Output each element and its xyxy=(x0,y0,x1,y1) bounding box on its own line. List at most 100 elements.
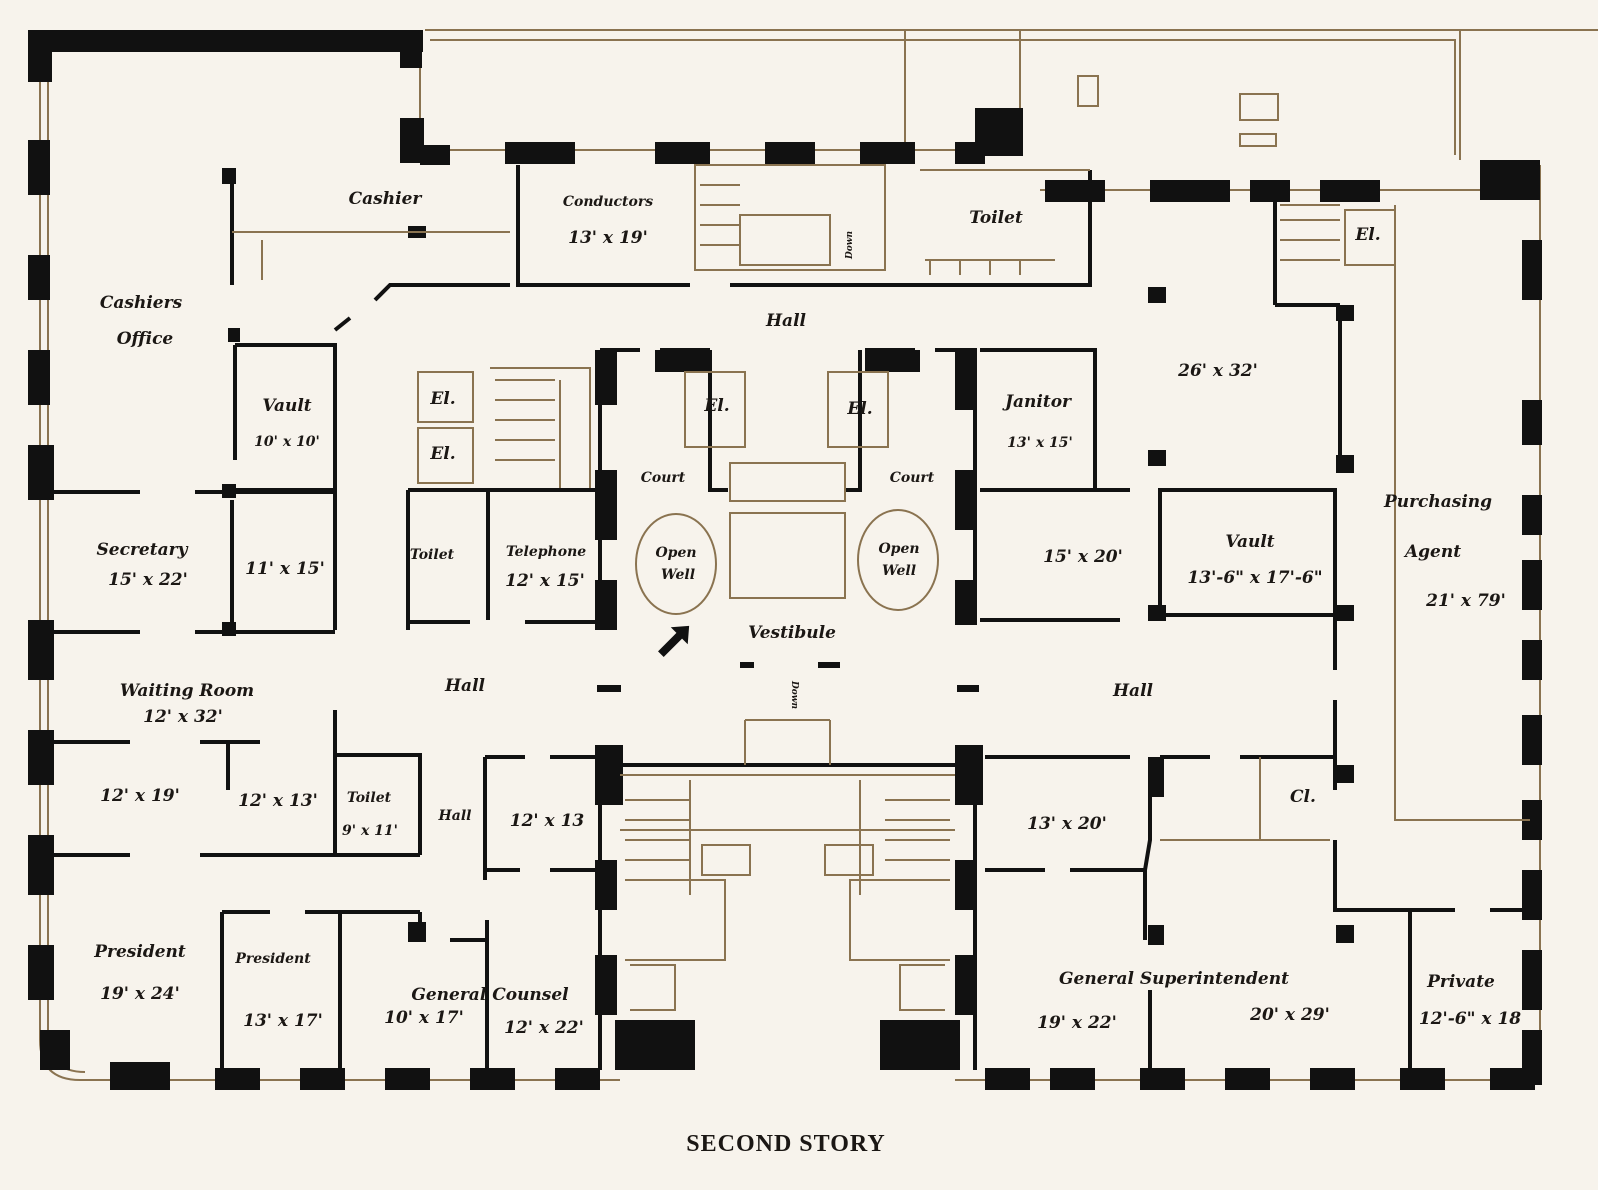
wall-pier xyxy=(1045,180,1105,202)
stair-down-label: Down xyxy=(789,680,799,709)
room-size: 21' x 79' xyxy=(1425,591,1506,611)
wall-pier xyxy=(228,328,240,342)
room-label: Toilet xyxy=(969,208,1023,228)
wall-pier xyxy=(865,350,920,372)
elevator-label: El. xyxy=(429,444,455,464)
wall-pier xyxy=(1148,450,1166,466)
stair-down-label: Down xyxy=(845,231,855,260)
wall-pier xyxy=(28,30,52,82)
wall-pier xyxy=(1336,925,1354,943)
wall-pier xyxy=(1336,765,1354,783)
room-label: Cashiers xyxy=(100,293,183,313)
wall-pier xyxy=(385,1068,430,1090)
room-label: Office xyxy=(117,329,174,349)
wall-pier xyxy=(655,350,710,372)
wall-pier xyxy=(420,145,450,165)
wall-pier xyxy=(1140,1068,1185,1090)
room-size: 15' x 22' xyxy=(108,570,188,590)
room-size: 13' x 19' xyxy=(568,228,648,248)
room-size: 26' x 32' xyxy=(1177,361,1258,381)
wall-pier xyxy=(1522,870,1542,920)
wall-pier xyxy=(860,142,915,164)
room-size: 12' x 32' xyxy=(143,707,223,727)
room-size: 12'-6" x 18 xyxy=(1419,1009,1521,1029)
room-label: Open xyxy=(878,541,919,557)
wall-pier xyxy=(28,350,50,405)
room-label: Conductors xyxy=(563,194,653,210)
adjacent-building xyxy=(425,29,1598,160)
elevator-label: El. xyxy=(1354,225,1380,245)
room-label: President xyxy=(93,942,186,962)
room-size: 20' x 29' xyxy=(1249,1005,1330,1025)
room-label: Cashier xyxy=(349,189,423,209)
elevator-label: El. xyxy=(429,389,455,409)
room-size: 10' x 17' xyxy=(384,1008,464,1028)
wall-pier xyxy=(955,350,977,410)
room-size: 12' x 19' xyxy=(100,786,180,806)
wall-pier xyxy=(28,730,54,785)
wall-pier xyxy=(1320,180,1380,202)
wall-pier xyxy=(955,580,977,625)
wall-pier xyxy=(40,1030,70,1070)
room-label: Vestibule xyxy=(748,623,836,643)
wall-pier xyxy=(28,620,54,680)
wall-pier xyxy=(975,108,1023,156)
wall-pier xyxy=(408,922,426,942)
wall-pier xyxy=(1522,240,1542,300)
wall-pier xyxy=(1148,925,1164,945)
room-label: Purchasing xyxy=(1383,492,1492,512)
room-label: Secretary xyxy=(97,540,189,560)
wall-pier xyxy=(28,140,50,195)
wall-pier xyxy=(955,860,977,910)
wall-pier xyxy=(505,142,575,164)
wall-pier xyxy=(1250,180,1290,202)
wall-pier xyxy=(400,30,422,68)
wall-pier xyxy=(955,955,977,1015)
wall-pier xyxy=(1336,605,1354,621)
wall-pier xyxy=(1522,800,1542,840)
wall-pier xyxy=(470,1068,515,1090)
wall-pier xyxy=(1150,180,1230,202)
room-label: Telephone xyxy=(506,544,586,560)
wall-pier xyxy=(1522,400,1542,445)
room-label: Cl. xyxy=(1290,787,1316,807)
room-label: Waiting Room xyxy=(120,681,254,701)
central-core xyxy=(417,164,1396,1070)
room-label: Janitor xyxy=(1002,392,1072,412)
wall-pier xyxy=(1310,1068,1355,1090)
room-size: 9' x 11' xyxy=(342,823,398,839)
room-label: Vault xyxy=(1225,532,1274,552)
wall-pier xyxy=(1050,1068,1095,1090)
wall-pier xyxy=(1522,715,1542,765)
room-label: Well xyxy=(882,563,916,579)
wall-pier xyxy=(1148,287,1166,303)
room-label: Toilet xyxy=(347,790,392,806)
room-size: 19' x 22' xyxy=(1037,1013,1117,1033)
wall-pier xyxy=(1522,640,1542,680)
room-size: 12' x 22' xyxy=(504,1018,584,1038)
wall-pier xyxy=(28,445,54,500)
room-size: 13'-6" x 17'-6" xyxy=(1187,568,1322,588)
room-size: 10' x 10' xyxy=(254,434,320,450)
wall-pier xyxy=(1490,1068,1535,1090)
room-size: 13' x 20' xyxy=(1027,814,1107,834)
wall-pier xyxy=(300,1068,345,1090)
room-label: General Counsel xyxy=(411,985,569,1005)
wall-pier xyxy=(1522,495,1542,535)
room-label: Agent xyxy=(1403,542,1461,562)
wall-pier xyxy=(28,835,54,895)
wall-pier xyxy=(655,142,710,164)
wall-pier xyxy=(215,1068,260,1090)
wall-pier xyxy=(28,30,423,52)
room-label: Private xyxy=(1426,972,1495,992)
room-label: Court xyxy=(641,470,686,486)
wall-pier xyxy=(110,1062,170,1090)
room-label: Court xyxy=(890,470,935,486)
room-size: 11' x 15' xyxy=(245,559,325,579)
wall-pier xyxy=(555,1068,600,1090)
room-label: President xyxy=(234,951,311,967)
room-size: 12' x 13 xyxy=(510,811,585,831)
elevator-label: El. xyxy=(703,396,729,416)
room-size: 13' x 15' xyxy=(1007,435,1073,451)
